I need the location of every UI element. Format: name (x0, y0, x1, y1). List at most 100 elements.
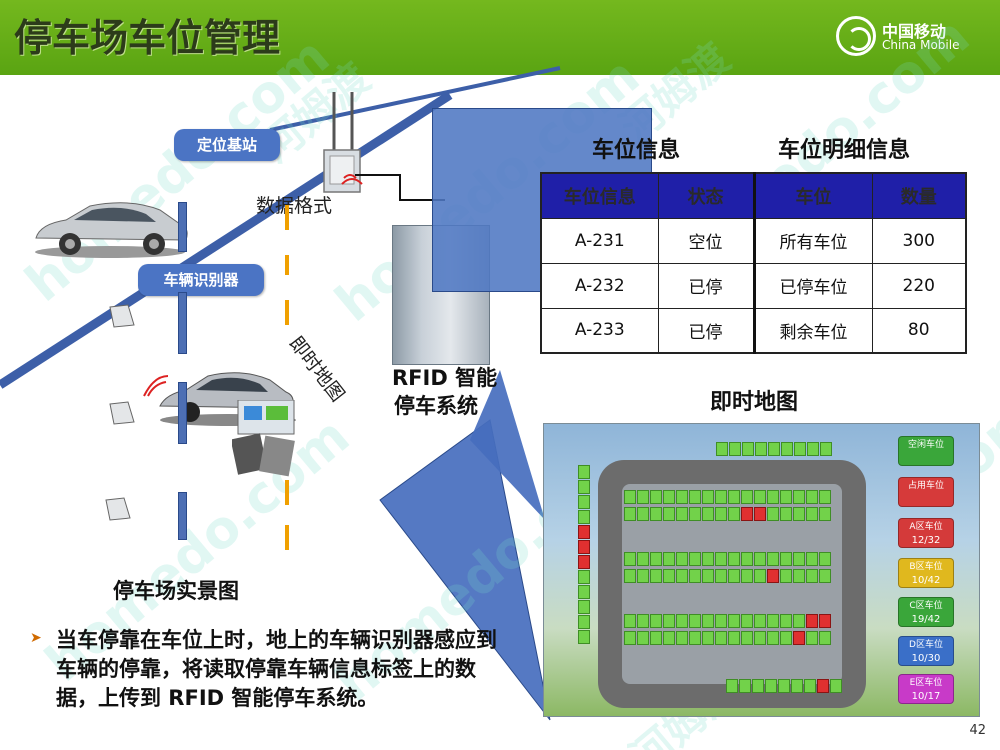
page-title: 停车场车位管理 (14, 16, 281, 60)
parking-row (726, 679, 842, 693)
bullet-paragraph: 当车停靠在车位上时，地上的车辆识别器感应到车辆的停靠，将读取停靠车辆信息标签上的… (56, 628, 497, 710)
parking-spot (676, 569, 688, 583)
parking-spot (767, 490, 779, 504)
parking-spot (806, 490, 818, 504)
lane-divider (285, 480, 289, 505)
parking-spot (689, 490, 701, 504)
parking-spot-occupied (817, 679, 829, 693)
parking-spot (754, 614, 766, 628)
parking-spot (765, 679, 777, 693)
parking-spot (793, 507, 805, 521)
parking-spot (637, 614, 649, 628)
parking-spot (663, 631, 675, 645)
parking-spot (729, 442, 741, 456)
parking-spot (728, 507, 740, 521)
rf-signal-icon (143, 375, 169, 397)
parking-row (624, 569, 831, 583)
parking-spot (637, 631, 649, 645)
parking-spot (728, 614, 740, 628)
parking-spot (663, 490, 675, 504)
parking-spot (715, 569, 727, 583)
ground-sensor-icon (109, 401, 135, 425)
parking-spot (741, 631, 753, 645)
sedan-car-image (35, 202, 188, 258)
legend-value: 10/42 (911, 575, 941, 586)
parking-spot (741, 614, 753, 628)
legend-zone-a: A区车位 12/32 (898, 518, 954, 548)
parking-spot (650, 490, 662, 504)
parking-spot (791, 679, 803, 693)
parking-spot (741, 552, 753, 566)
parking-spot (820, 442, 832, 456)
parking-spot (663, 552, 675, 566)
parking-spot (807, 442, 819, 456)
parking-spot (780, 569, 792, 583)
parking-spot (663, 507, 675, 521)
parking-spot (676, 614, 688, 628)
table-cell: A-231 (540, 217, 659, 264)
parking-spot (702, 569, 714, 583)
table-cell: 空位 (657, 217, 755, 264)
legend-label: C区车位 (909, 601, 943, 611)
parking-spot (768, 442, 780, 456)
lane-marking (178, 202, 187, 252)
base-station-icon (323, 92, 363, 193)
parking-info-table: 车位信息 状态 车位 数量 A-231 空位 所有车位 300 A-232 已停… (540, 172, 967, 354)
parking-spot (689, 507, 701, 521)
legend-occupied: 占用车位 (898, 477, 954, 507)
parking-spot (755, 442, 767, 456)
parking-spot (702, 614, 714, 628)
table-title-right: 车位明细信息 (778, 138, 911, 163)
table-row: A-231 空位 所有车位 300 (540, 217, 967, 264)
parking-spot (793, 552, 805, 566)
parking-spot (752, 679, 764, 693)
parking-row (624, 631, 831, 645)
parking-spot (728, 552, 740, 566)
parking-spot (715, 614, 727, 628)
vehicle-reader-label: 车辆识别器 (138, 264, 264, 296)
parking-spot (806, 569, 818, 583)
parking-spot (663, 569, 675, 583)
table-cell: 220 (871, 262, 967, 309)
parking-spot (793, 614, 805, 628)
parking-spot (754, 490, 766, 504)
parking-spot (767, 507, 779, 521)
parking-row (624, 552, 831, 566)
parking-spot (806, 507, 818, 521)
parking-spot (702, 490, 714, 504)
lane-divider (285, 255, 289, 275)
lane-marking (178, 382, 187, 444)
parking-spot (650, 614, 662, 628)
connector-line (355, 174, 445, 201)
parking-spot (702, 631, 714, 645)
parking-spot (728, 569, 740, 583)
table-cell: 80 (871, 307, 967, 354)
ground-sensor-icon (105, 497, 131, 521)
table-cell: 300 (871, 217, 967, 264)
parking-spot-occupied (819, 614, 831, 628)
legend-zone-d: D区车位 10/30 (898, 636, 954, 666)
table-header-cell: 数量 (871, 172, 967, 219)
lane-marking (178, 492, 187, 540)
legend-zone-e: E区车位 10/17 (898, 674, 954, 704)
parking-spot (830, 679, 842, 693)
legend-zone-b: B区车位 10/42 (898, 558, 954, 588)
parking-spot (754, 631, 766, 645)
rfid-system-label-line1: RFID 智能 (392, 366, 498, 390)
parking-spot (715, 631, 727, 645)
parking-spot (637, 569, 649, 583)
table-header-cell: 车位信息 (540, 172, 659, 219)
parking-spot (739, 679, 751, 693)
parking-spot (689, 631, 701, 645)
parking-spot (819, 552, 831, 566)
parking-spot (778, 679, 790, 693)
parking-spot (780, 631, 792, 645)
parking-spot (578, 465, 590, 479)
parking-spot (780, 614, 792, 628)
legend-value: 19/42 (911, 614, 941, 625)
parking-spot (728, 631, 740, 645)
legend-label: D区车位 (909, 640, 943, 650)
parking-spot (754, 552, 766, 566)
parking-spot (754, 569, 766, 583)
